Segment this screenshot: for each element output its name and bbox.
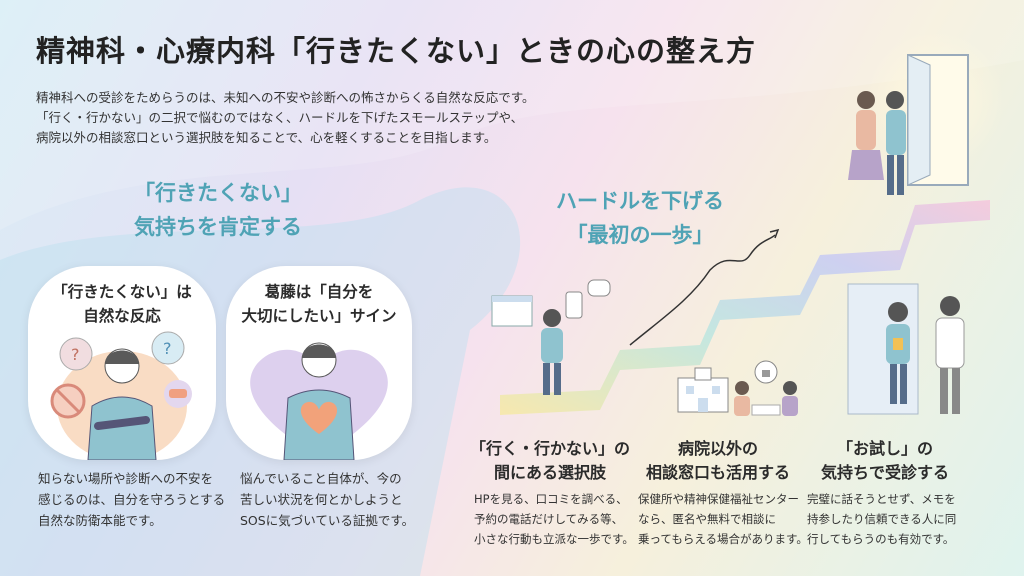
stairs-illustration: [500, 200, 990, 415]
clinic-door-doctor: [847, 283, 965, 415]
heading-line: ハードルを下げる: [556, 189, 724, 213]
intro-line: 「行く・行かない」の二択で悩むのではなく、ハードルを下げたスモールステップや、: [36, 110, 524, 125]
progress-arrow-icon: [629, 234, 776, 346]
left-section-heading: 「行きたくない」 気持ちを肯定する: [98, 176, 338, 244]
step-title: 「行く・行かない」の間にある選択肢: [469, 439, 630, 482]
step-text: 完璧に話そうとせず、メモを持参したり信頼できる人に同行してもらうのも有効です。: [807, 492, 957, 546]
svg-text:?: ?: [71, 345, 80, 364]
hospital-icon: [677, 367, 729, 413]
intro-text: 精神科への受診をためらうのは、未知への不安や診断への怖さからくる自然な反応です。…: [36, 88, 535, 148]
step-choices-between: 「行く・行かない」の間にある選択肢 HPを見る、口コミを調べる、予約の電話だけし…: [460, 437, 654, 549]
intro-line: 精神科への受診をためらうのは、未知への不安や診断への怖さからくる自然な反応です。: [36, 90, 535, 105]
heading-line: 気持ちを肯定する: [134, 215, 302, 239]
couple-figures: [848, 91, 906, 195]
svg-text:?: ?: [163, 339, 172, 358]
card-title: 葛藤は「自分を大切にしたい」サイン: [241, 283, 397, 325]
right-section-heading: ハードルを下げる 「最初の一歩」: [530, 184, 750, 252]
person-with-phone: [491, 279, 611, 395]
card-conflict-sign: 葛藤は「自分を大切にしたい」サイン: [226, 266, 412, 460]
intro-line: 病院以外の相談窓口という選択肢を知ることで、心を軽くすることを目指します。: [36, 130, 497, 145]
consultation-icon: [734, 360, 798, 416]
step-trial-visit: 「お試し」の気持ちで受診する 完璧に話そうとせず、メモを持参したり信頼できる人に…: [795, 437, 987, 549]
step-text: HPを見る、口コミを調べる、予約の電話だけしてみる等、小さな行動も立派な一歩です…: [474, 492, 634, 546]
step-consultation-windows: 病院以外の相談窓口も活用する 保健所や精神保健福祉センターなら、匿名や無料で相談…: [628, 437, 818, 549]
card-1-description: 知らない場所や診断への不安を感じるのは、自分を守ろうとする自然な防衛本能です。: [38, 471, 226, 528]
heart-holding-person-illustration: [250, 342, 388, 460]
heading-line: 「最初の一歩」: [566, 223, 714, 247]
step-title: 病院以外の相談窓口も活用する: [645, 439, 790, 482]
step-title: 「お試し」の気持ちで受診する: [820, 439, 949, 482]
card-natural-reaction: 「行きたくない」は自然な反応 ? ?: [28, 266, 216, 460]
heading-line: 「行きたくない」: [134, 181, 302, 205]
open-door-icon: [865, 30, 1005, 186]
page-title: 精神科・心療内科「行きたくない」ときの心の整え方: [36, 34, 757, 68]
card-title: 「行きたくない」は自然な反応: [52, 283, 192, 325]
step-text: 保健所や精神保健福祉センターなら、匿名や無料で相談に乗ってもらえる場合があります…: [638, 492, 808, 546]
crossed-arms-person-illustration: ? ?: [50, 331, 192, 460]
